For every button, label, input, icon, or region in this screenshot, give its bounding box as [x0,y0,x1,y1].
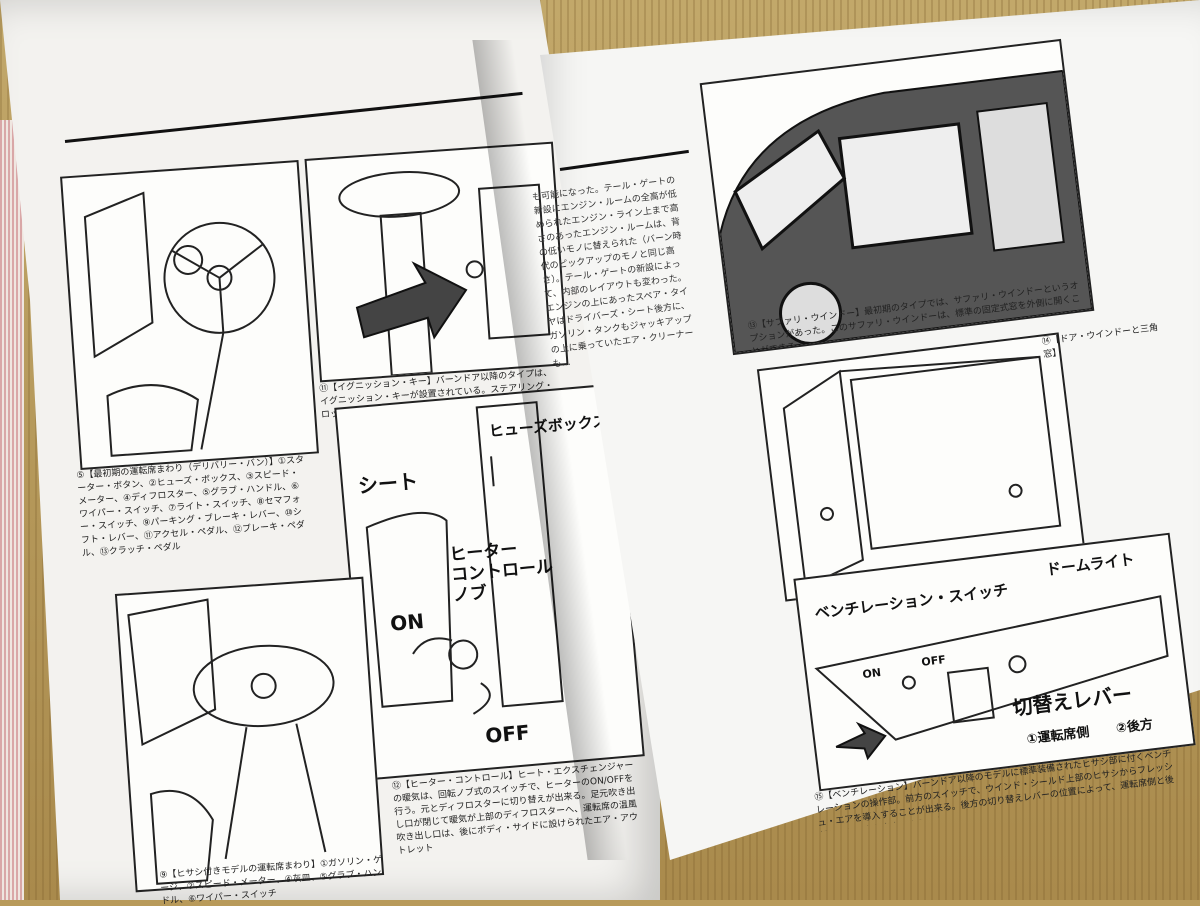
illustration-ventilation: ベンチレーション・スイッチ ドームライト ON OFF 切替えレバー ①運転席側… [793,532,1196,792]
page-edges [0,120,24,900]
illustration-door-window [756,332,1088,602]
label-dome-light: ドームライト [1045,550,1135,579]
label-rear: ②後方 [1115,716,1154,736]
label-driver-side: ①運転席側 [1026,724,1090,748]
illustration-hisashi-cockpit [114,576,385,893]
illustration-heater-control: ヒューズボックス シート ヒーターコントロールノブ ON OFF [334,383,645,781]
label-vent-off: OFF [921,653,947,669]
label-on: ON [389,609,425,636]
illustration-early-cockpit [60,160,319,470]
label-vent-switch: ベンチレーション・スイッチ [814,581,1009,623]
illustration-safari-window [699,38,1095,356]
caption-early-cockpit: ⑤【最初期の運転席まわり（デリバリー・バン）】①スターター・ボタン、②ヒューズ・… [76,455,306,559]
caption-door-window: ⑭【ドア・ウインドーと三角窓】 [1041,323,1159,361]
label-heater-knob: ヒーターコントロールノブ [449,537,556,606]
illustration-ignition-key [304,141,569,383]
label-lever: 切替えレバー [1011,682,1133,720]
label-off: OFF [484,720,530,748]
label-seat: シート [357,469,419,498]
label-vent-on: ON [862,666,882,681]
